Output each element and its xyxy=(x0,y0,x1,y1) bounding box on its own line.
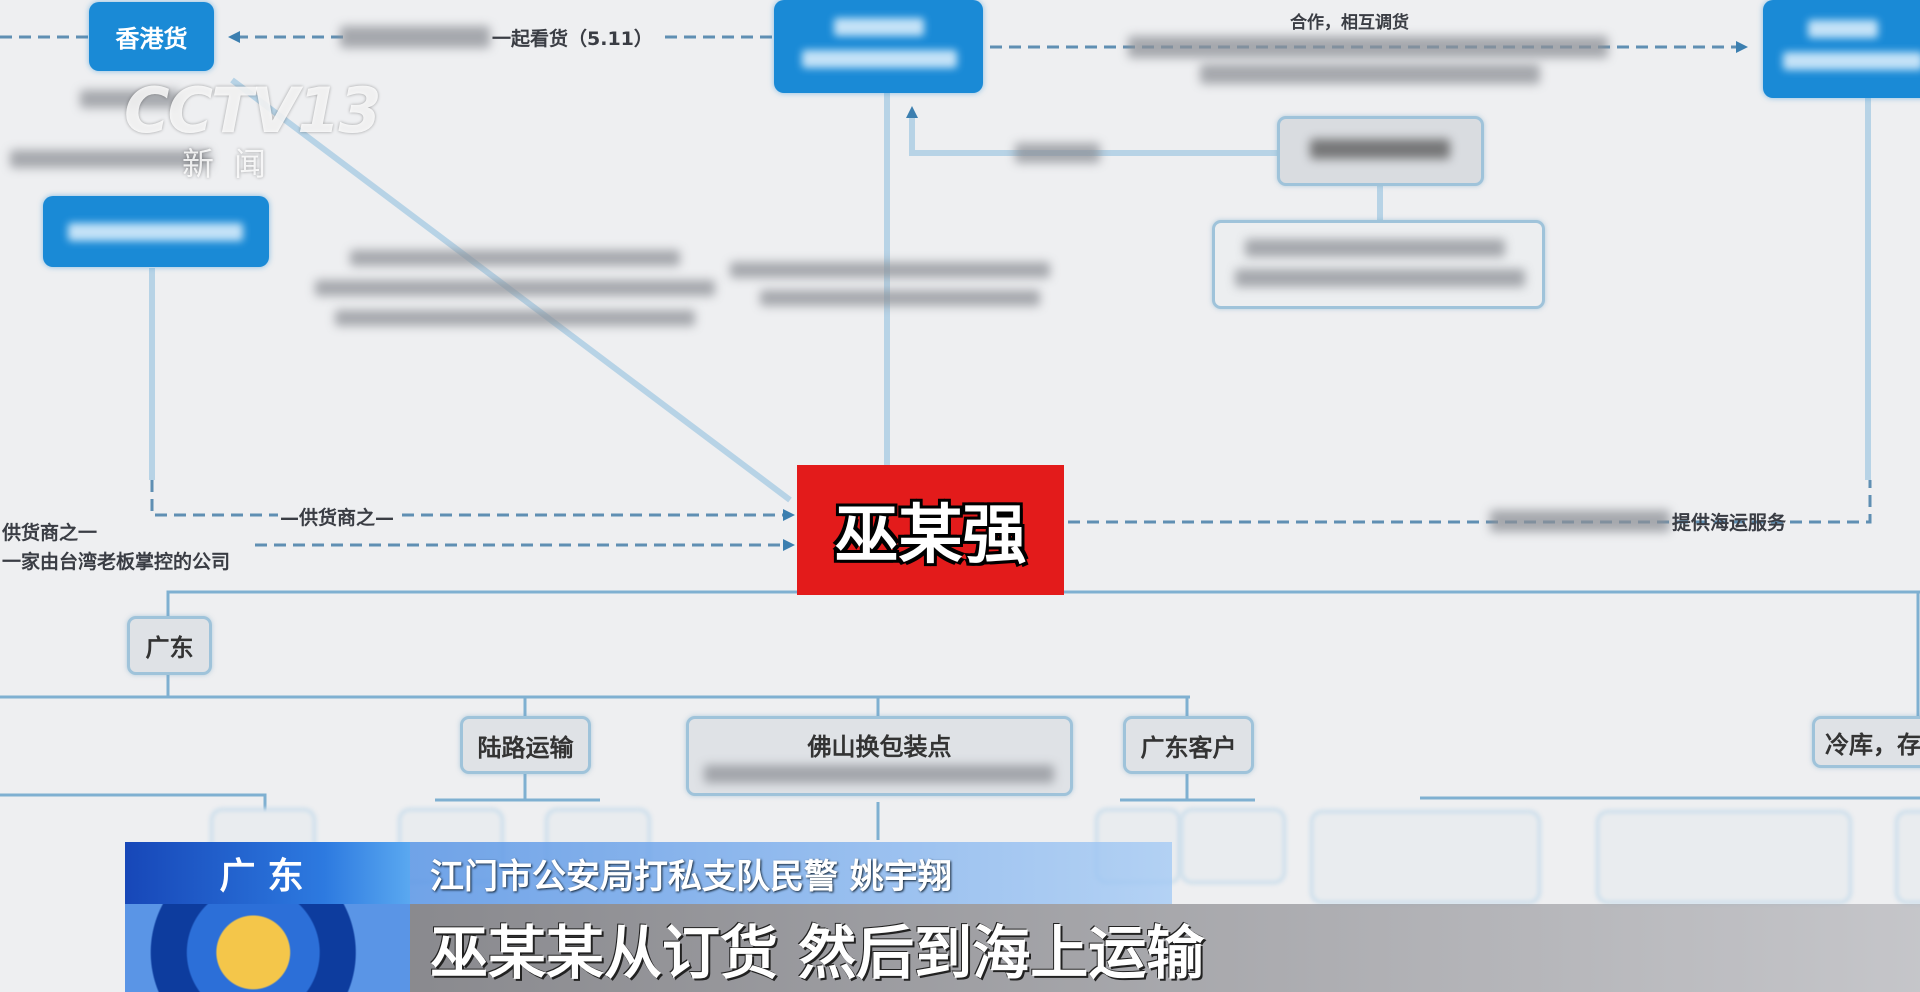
redacted-text xyxy=(760,290,1040,306)
redacted-text xyxy=(730,262,1050,278)
redacted-text xyxy=(1783,52,1920,70)
node-label: 广东客户 xyxy=(1140,733,1237,762)
redacted-text xyxy=(802,50,957,68)
redacted-text xyxy=(1490,510,1670,532)
redacted-text xyxy=(10,150,210,168)
lower-third-speaker: 江门市公安局打私支队民警 姚宇翔 xyxy=(410,842,1172,904)
subtitle-text: 巫某某从订货 然后到海上运输 xyxy=(430,919,1205,987)
node-blurred-supplier xyxy=(43,196,269,267)
tree-connector xyxy=(166,590,1920,616)
node-label: 广东 xyxy=(145,634,194,662)
node-blurred-company xyxy=(1212,220,1545,309)
subtitle-bar: 巫某某从订货 然后到海上运输 xyxy=(410,904,1920,992)
redacted-text xyxy=(1245,239,1505,257)
redacted-text xyxy=(340,26,490,48)
redacted-text xyxy=(335,310,695,326)
node-blurred-partner xyxy=(774,0,983,93)
node-blurred-shipper xyxy=(1763,0,1920,98)
redacted-text xyxy=(315,280,715,296)
node-cold-storage: 冷库，存 xyxy=(1812,716,1920,768)
redacted-text xyxy=(1015,143,1100,163)
node-guangdong-customers: 广东客户 xyxy=(1123,716,1254,774)
edge-label-view-goods: 一起看货（5.11） xyxy=(492,28,653,50)
redacted-text xyxy=(350,250,680,266)
node-center-suspect: 巫某强 xyxy=(797,465,1064,595)
node-label: 佛山换包装点 xyxy=(807,733,952,761)
cctv13-logo: CCTV13 新闻 xyxy=(124,74,382,188)
lower-third-location: 广东 xyxy=(125,842,410,904)
dashed-connector xyxy=(150,480,785,517)
node-label: 香港货 xyxy=(115,25,188,53)
node-blurred-person xyxy=(1277,116,1484,186)
node-blurred xyxy=(1310,810,1541,904)
redacted-text xyxy=(1200,64,1540,84)
redacted-text xyxy=(1128,36,1608,58)
dashed-connector xyxy=(1068,480,1872,524)
arrow-head xyxy=(228,31,240,43)
arrow-head xyxy=(783,539,795,551)
redacted-text xyxy=(1235,269,1525,287)
arrow-head xyxy=(906,106,918,118)
speaker-label: 江门市公安局打私支队民警 姚宇翔 xyxy=(430,856,952,897)
node-blurred xyxy=(1596,810,1852,904)
edge-label-supplier: —供货商之— xyxy=(278,503,397,530)
redacted-text xyxy=(68,223,243,241)
globe-icon xyxy=(125,904,410,992)
logo-label: 新闻 xyxy=(182,145,287,183)
redacted-text xyxy=(80,90,180,108)
node-hk-goods: 香港货 xyxy=(89,2,214,71)
edge-label-cooperate: 合作，相互调货 xyxy=(1290,13,1409,33)
node-label: 陆路运输 xyxy=(477,733,574,762)
node-blurred xyxy=(1895,810,1920,904)
solid-connector xyxy=(909,118,1277,156)
tree-connector xyxy=(166,675,1190,699)
node-label: 冷库，存 xyxy=(1825,730,1920,759)
edge-label-shipping-service: 提供海运服务 xyxy=(1672,512,1787,534)
redacted-text xyxy=(704,765,1054,783)
location-label: 广东 xyxy=(219,856,316,897)
edge-label-supplier-left: 供货商之一 xyxy=(2,522,98,544)
arrow-head xyxy=(783,509,795,521)
arrow-head xyxy=(1736,41,1748,53)
node-label: 巫某强 xyxy=(834,499,1027,573)
redacted-text xyxy=(834,18,924,36)
redacted-text xyxy=(1310,139,1450,159)
logo-channel: CCTV13 xyxy=(124,74,382,147)
node-guangdong: 广东 xyxy=(127,616,212,675)
edge-label-taiwan-company: 一家由台湾老板掌控的公司 xyxy=(2,551,231,573)
node-foshan-repack: 佛山换包装点 xyxy=(686,716,1073,796)
node-blurred xyxy=(1180,808,1286,884)
node-land-transport: 陆路运输 xyxy=(460,716,591,774)
redacted-text xyxy=(1808,20,1878,38)
